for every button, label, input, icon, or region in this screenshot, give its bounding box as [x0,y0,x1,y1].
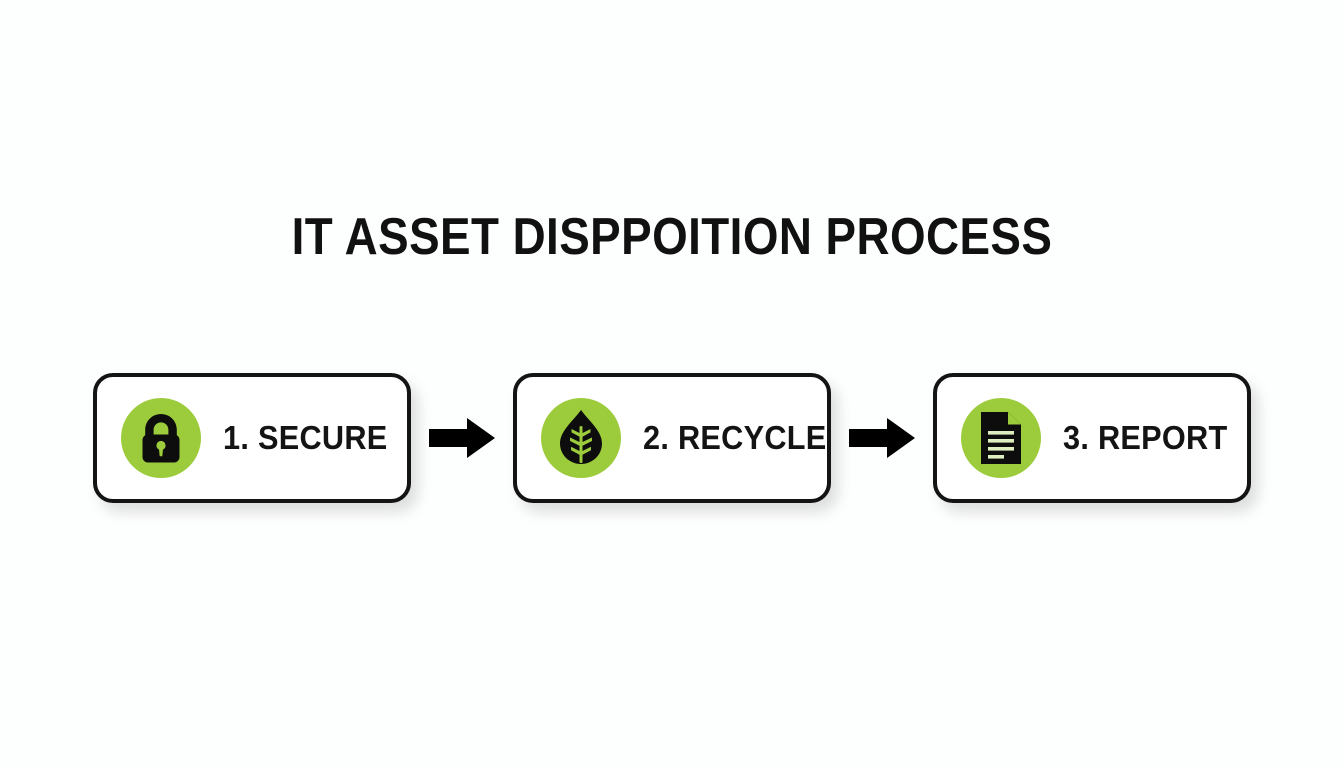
leaf-icon-badge [541,398,621,478]
document-icon [978,410,1024,466]
process-step-label: 3. REPORT [1063,419,1228,456]
lock-icon-badge [121,398,201,478]
process-step-label: 2. RECYCLE [643,419,827,456]
process-step-secure[interactable]: 1. SECURE [93,373,411,503]
document-icon-badge [961,398,1041,478]
arrow-right-icon [847,415,917,461]
process-step-report[interactable]: 3. REPORT [933,373,1251,503]
page-title: IT ASSET DISPPOITION PROCESS [291,208,1053,266]
leaf-icon [556,409,606,467]
process-step-recycle[interactable]: 2. RECYCLE [513,373,831,503]
arrow-right-icon [427,415,497,461]
process-flow: 1. SECURE [93,373,1251,503]
lock-icon [136,411,186,465]
process-step-label: 1. SECURE [223,419,388,456]
